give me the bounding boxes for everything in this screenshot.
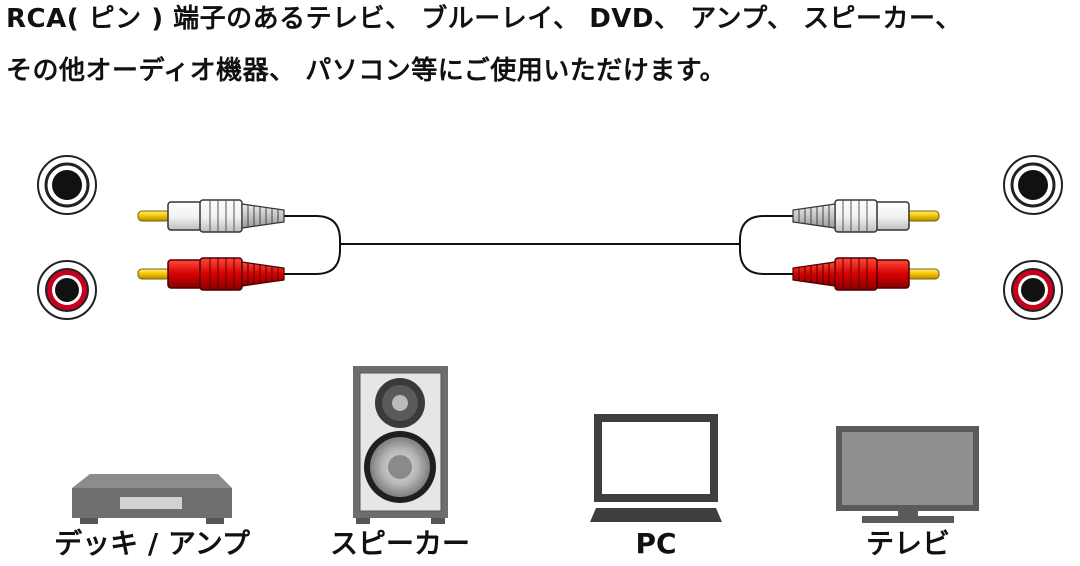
left-white-plug-icon bbox=[137, 199, 285, 233]
pc-monitor-icon bbox=[590, 414, 722, 522]
device-label-tv: テレビ bbox=[865, 527, 950, 560]
video-deck-icon bbox=[72, 474, 232, 524]
right-red-plug-icon bbox=[792, 257, 940, 291]
tv-icon bbox=[836, 426, 979, 523]
headline-line-1: RCA( ピン ) 端子のあるテレビ、 ブルーレイ、 DVD、 アンプ、 スピー… bbox=[6, 4, 962, 34]
left-white-jack-icon bbox=[36, 154, 98, 216]
right-red-jack-icon bbox=[1003, 260, 1063, 320]
left-red-jack-icon bbox=[37, 260, 97, 320]
speaker-icon bbox=[353, 366, 448, 524]
left-red-plug-icon bbox=[137, 257, 285, 291]
cable-icon bbox=[284, 215, 793, 275]
device-label-pc: PC bbox=[635, 527, 677, 560]
device-label-speaker: スピーカー bbox=[329, 527, 470, 560]
device-label-deck-amp: デッキ / アンプ bbox=[54, 527, 250, 560]
right-white-plug-icon bbox=[792, 199, 940, 233]
right-white-jack-icon bbox=[1002, 154, 1064, 216]
headline-line-2: その他オーディオ機器、 パソコン等にご使用いただけます。 bbox=[6, 56, 727, 86]
